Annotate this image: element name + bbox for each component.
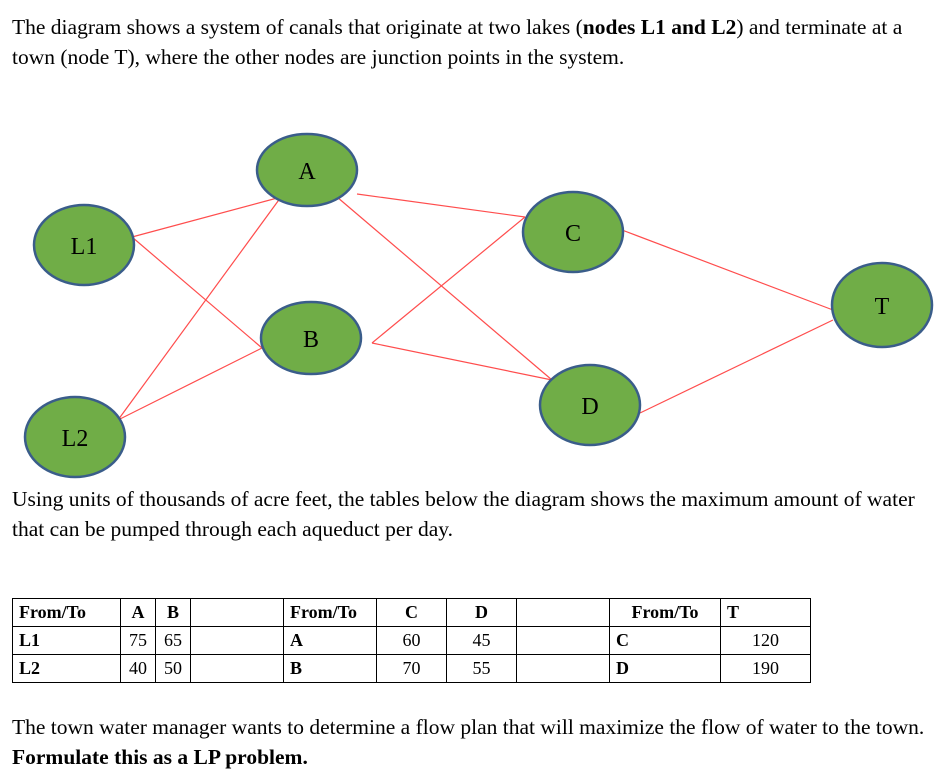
node-b: B (259, 300, 363, 376)
header-b: B (155, 598, 191, 627)
node-c: C (521, 190, 625, 274)
units-paragraph: Using units of thousands of acre feet, t… (12, 487, 915, 541)
node-l2-circle (23, 395, 127, 479)
node-c-circle (521, 190, 625, 274)
row1-from-1: L1 (12, 626, 121, 655)
node-l1-label: L1 (71, 234, 98, 260)
table-header-row: From/To A B From/To C D From/To T (12, 598, 811, 627)
node-b-label: B (303, 327, 319, 353)
table-row: L1 75 65 A 60 45 C 120 (12, 626, 811, 655)
intro-bold: nodes L1 and L2 (582, 15, 737, 39)
header-d: D (446, 598, 517, 627)
edge-l1-b (131, 236, 263, 349)
node-d-label: D (581, 394, 598, 420)
row2-spacer-1 (190, 654, 284, 683)
row2-d: 55 (446, 654, 517, 683)
row2-spacer-2 (516, 654, 610, 683)
closing-paragraph: The town water manager wants to determin… (12, 712, 932, 772)
row1-t: 120 (720, 626, 811, 655)
node-t-circle (830, 261, 934, 349)
edge-a-c (356, 193, 526, 218)
node-a-label: A (298, 159, 316, 185)
header-from-to-2: From/To (283, 598, 377, 627)
row1-a: 75 (120, 626, 156, 655)
header-from-to-3: From/To (609, 598, 721, 627)
row1-c: 60 (376, 626, 447, 655)
capacity-table: From/To A B From/To C D From/To T L1 75 … (12, 598, 811, 683)
header-t: T (720, 598, 811, 627)
closing-bold: Formulate this as a LP problem. (12, 745, 308, 769)
table-row: L2 40 50 B 70 55 D 190 (12, 654, 811, 683)
row2-from-2: B (283, 654, 377, 683)
node-b-circle (259, 300, 363, 376)
edge-d-t (639, 319, 834, 414)
header-from-to-1: From/To (12, 598, 121, 627)
row1-from-2: A (283, 626, 377, 655)
edge-l1-a (131, 196, 282, 238)
node-c-label: C (565, 221, 581, 247)
header-spacer-2 (516, 598, 610, 627)
row1-b: 65 (155, 626, 191, 655)
node-l2: L2 (23, 395, 127, 479)
header-a: A (120, 598, 156, 627)
node-l2-label: L2 (62, 426, 89, 452)
node-t-label: T (875, 294, 890, 320)
edge-b-c (371, 216, 526, 344)
row2-c: 70 (376, 654, 447, 683)
row1-spacer-2 (516, 626, 610, 655)
edge-b-d (371, 342, 553, 381)
node-d: D (538, 363, 642, 447)
intro-text-1: The diagram shows a system of canals tha… (12, 15, 583, 39)
node-t: T (830, 261, 934, 349)
row2-a: 40 (120, 654, 156, 683)
node-a-circle (255, 132, 359, 208)
edge-l2-b (117, 347, 263, 421)
node-d-circle (538, 363, 642, 447)
edge-l2-a (117, 196, 282, 421)
row2-from-3: D (609, 654, 721, 683)
edge-c-t (621, 229, 834, 311)
node-l1: L1 (32, 203, 136, 287)
node-a: A (255, 132, 359, 208)
canal-edges (117, 193, 834, 421)
header-spacer-1 (190, 598, 284, 627)
row1-from-3: C (609, 626, 721, 655)
row2-t: 190 (720, 654, 811, 683)
row2-b: 50 (155, 654, 191, 683)
header-c: C (376, 598, 447, 627)
node-l1-circle (32, 203, 136, 287)
intro-paragraph: The diagram shows a system of canals tha… (12, 12, 932, 72)
row1-d: 45 (446, 626, 517, 655)
row1-spacer-1 (190, 626, 284, 655)
intro-text-2: ) and terminate at a town (node T), wher… (12, 15, 903, 69)
row2-from-1: L2 (12, 654, 121, 683)
closing-text: The town water manager wants to determin… (12, 715, 925, 739)
edge-a-d (336, 196, 553, 381)
